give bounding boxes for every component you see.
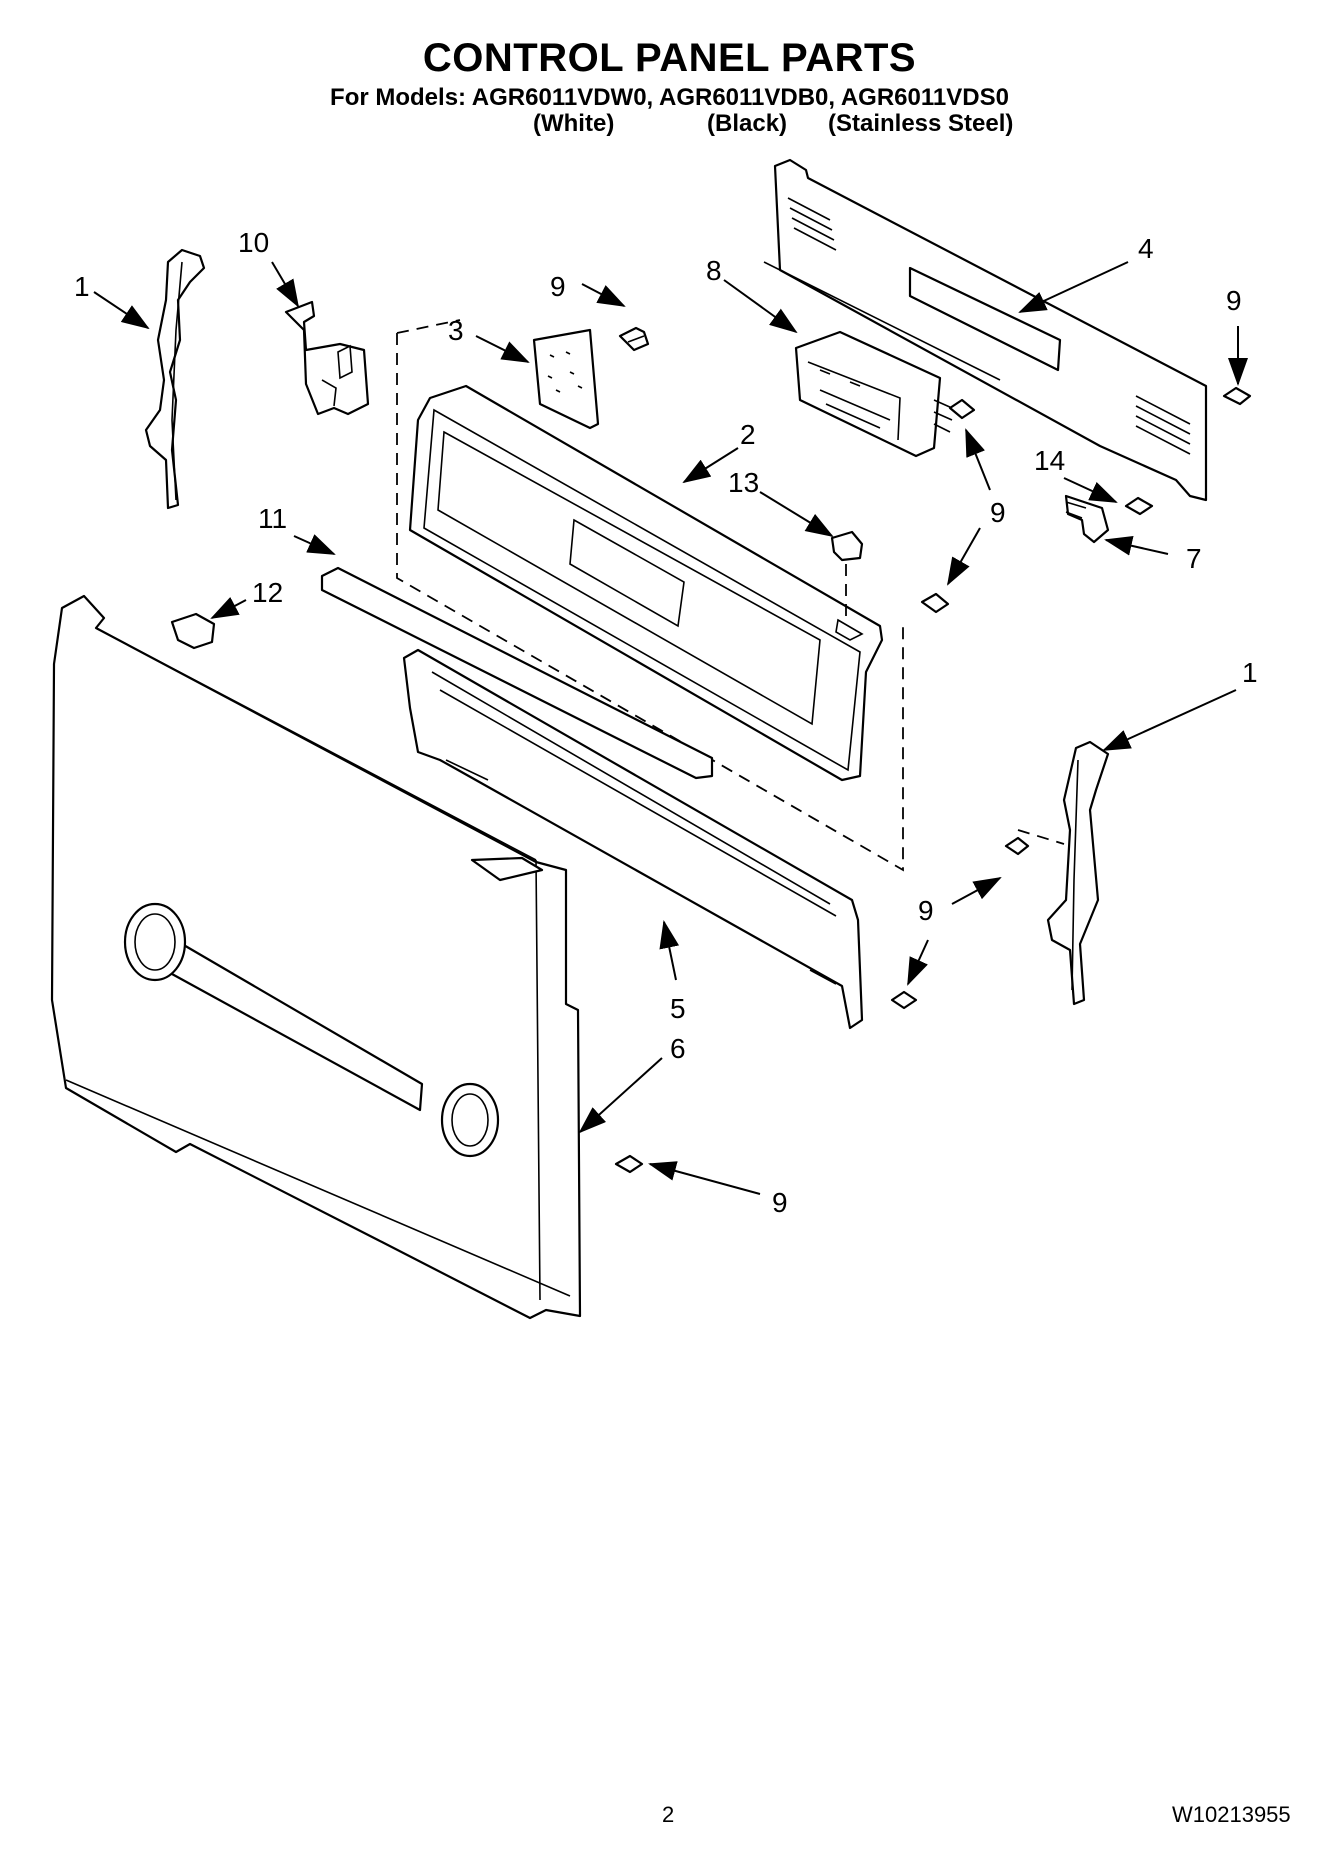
part-8-electronic-control [794, 330, 953, 458]
part-4-rear-panel [763, 158, 1208, 502]
part-9-screw-top [618, 326, 650, 352]
callout-11: 11 [258, 503, 287, 534]
part-2-control-panel [408, 384, 884, 782]
callout-9-lower: 9 [772, 1187, 788, 1218]
variant-stainless: (Stainless Steel) [828, 110, 1014, 137]
page-number: 2 [662, 1802, 675, 1827]
callout-9-far-right: 9 [1226, 285, 1242, 316]
document-number: W10213955 [1172, 1802, 1291, 1827]
callout-12: 12 [252, 577, 283, 608]
part-5-lower-trim [402, 648, 864, 1030]
part-14-screw [1124, 496, 1154, 516]
callout-9-right-lower: 9 [918, 895, 934, 926]
callout-14: 14 [1034, 445, 1065, 476]
part-9-screw-far-right [1222, 386, 1252, 406]
variant-black: (Black) [707, 110, 788, 137]
part-10-bracket [284, 300, 370, 416]
callout-8: 8 [706, 255, 722, 286]
callout-13: 13 [728, 467, 759, 498]
variant-white: (White) [533, 110, 615, 137]
part-12-small-clip [170, 612, 216, 650]
leader-arrows [93, 261, 1248, 1195]
models-line: For Models: AGR6011VDW0, AGR6011VDB0, AG… [330, 84, 1009, 111]
assembly-dashed-outline [396, 319, 904, 872]
part-9-screw-right-center [948, 398, 976, 420]
part-11-trim-strip [320, 566, 714, 780]
callout-9-center-right: 9 [990, 497, 1006, 528]
part-1-right-endcap [1046, 740, 1110, 1006]
callout-10: 10 [238, 227, 269, 258]
callout-7: 7 [1186, 543, 1202, 574]
callout-1-left: 1 [74, 271, 90, 302]
callout-4: 4 [1138, 233, 1154, 264]
page-title: CONTROL PANEL PARTS [422, 36, 917, 80]
callout-5: 5 [670, 993, 686, 1024]
callout-9-top: 9 [550, 271, 566, 302]
part-6-front-panel [50, 594, 582, 1320]
part-9-screw-right-lower-1 [1004, 829, 1065, 856]
part-9-screw-lower [614, 1154, 644, 1174]
callout-3: 3 [448, 315, 464, 346]
callout-1-right: 1 [1242, 657, 1258, 688]
part-9-screw-right-lower-2 [890, 990, 918, 1010]
part-3-board [532, 328, 600, 430]
part-7-clip [1064, 494, 1110, 544]
part-13-switch [830, 530, 864, 620]
part-1-left-endcap [144, 248, 206, 510]
part-9-screw-panel-right [920, 592, 950, 614]
callout-6: 6 [670, 1033, 686, 1064]
callout-2: 2 [740, 419, 756, 450]
